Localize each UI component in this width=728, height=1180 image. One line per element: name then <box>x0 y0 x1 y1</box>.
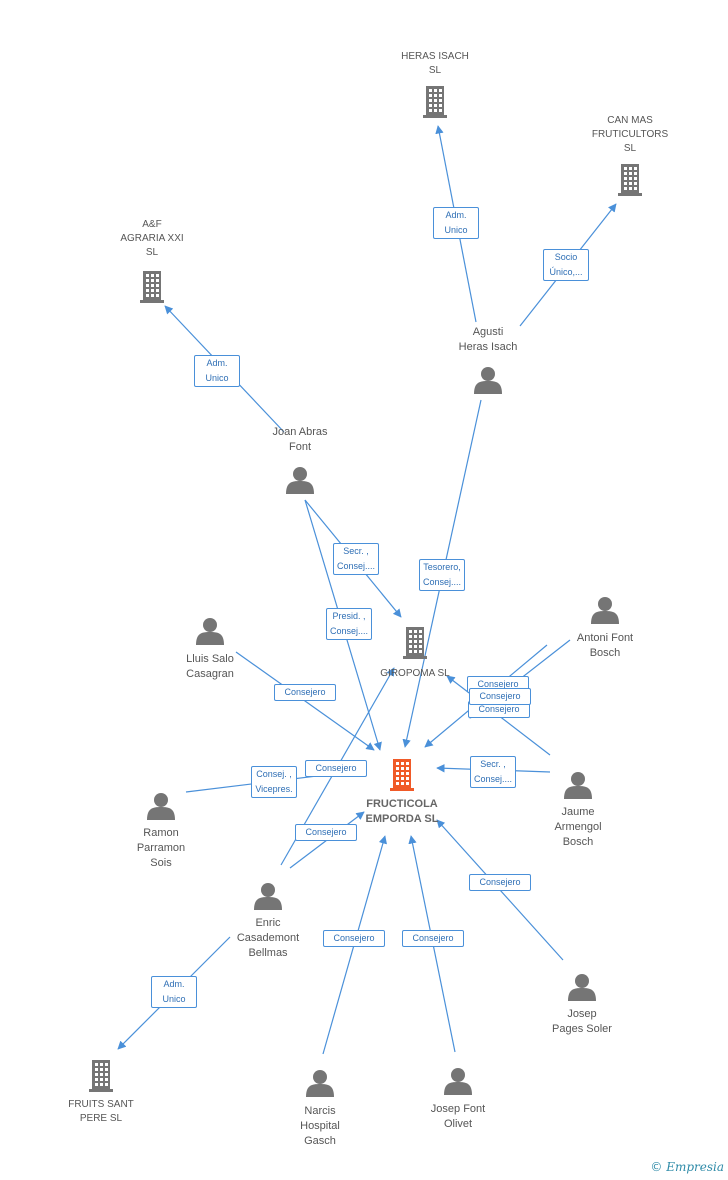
brand-name: Empresia <box>666 1160 724 1174</box>
person-icon <box>196 618 224 645</box>
person-icon <box>564 772 592 799</box>
copyright-symbol: © <box>650 1160 663 1174</box>
footer-brand: © Empresia <box>650 1160 724 1174</box>
node-label-enric[interactable]: Enric Casademont Bellmas <box>236 917 300 959</box>
node-label-antoni[interactable]: Antoni Font Bosch <box>576 632 634 659</box>
node-label-heras_isach[interactable]: HERAS ISACH SL <box>401 51 469 76</box>
edge-label-narcis-to-fructicola[interactable]: Consejero <box>323 929 385 947</box>
node-label-af_agraria[interactable]: A&F AGRARIA XXI SL <box>120 219 184 258</box>
node-label-agusti[interactable]: Agusti Heras Isach <box>458 326 518 353</box>
edge-label-enric-to-fructicola[interactable]: Consejero <box>295 823 357 841</box>
edge-label-agusti-to-fructicola[interactable]: Tesorero, Consej.... <box>419 559 465 591</box>
node-label-narcis[interactable]: Narcis Hospital Gasch <box>300 1105 340 1147</box>
building-icon <box>403 627 427 659</box>
edge-label-lluis-to-fructicola[interactable]: Consejero <box>274 683 336 701</box>
person-icon <box>474 367 502 394</box>
building-icon <box>89 1060 113 1092</box>
person-icon <box>591 597 619 624</box>
edge-label-agusti-to-heras_isach[interactable]: Adm. Unico <box>433 207 479 239</box>
person-icon <box>286 467 314 494</box>
node-label-ramon[interactable]: Ramon Parramon Sois <box>136 827 186 869</box>
edge-label-agusti-to-can_mas[interactable]: Socio Único,... <box>543 249 589 281</box>
node-label-joan[interactable]: Joan Abras Font <box>272 426 328 453</box>
building-icon <box>618 164 642 196</box>
edge-label-antoni-to-fructicola[interactable]: Consejero <box>469 687 531 705</box>
building-icon <box>423 86 447 118</box>
person-icon <box>306 1070 334 1097</box>
node-label-fruits[interactable]: FRUITS SANT PERE SL <box>68 1099 134 1124</box>
edge-label-joan-to-fructicola[interactable]: Presid. , Consej.... <box>326 608 372 640</box>
node-label-giropoma[interactable]: GIROPOMA SL <box>380 668 450 679</box>
node-label-josep_pages[interactable]: Josep Pages Soler <box>552 1008 612 1035</box>
node-label-josep_font[interactable]: Josep Font Olivet <box>430 1103 486 1130</box>
edge-label-enric-to-giropoma[interactable]: Consejero <box>305 759 367 777</box>
edge-label-joan-to-giropoma[interactable]: Secr. , Consej.... <box>333 543 379 575</box>
node-label-jaume[interactable]: Jaume Armengol Bosch <box>554 806 602 848</box>
edge-label-josep_pages-to-fructicola[interactable]: Consejero <box>469 873 531 891</box>
edge-label-ramon-to-fructicola[interactable]: Consej. , Vicepres. <box>251 766 297 798</box>
edge-label-joan-to-af_agraria[interactable]: Adm. Unico <box>194 355 240 387</box>
edge-label-jaume-to-fructicola[interactable]: Secr. , Consej.... <box>470 756 516 788</box>
node-label-can_mas[interactable]: CAN MAS FRUTICULTORS SL <box>591 115 669 154</box>
person-icon <box>444 1068 472 1095</box>
building-icon <box>390 759 414 791</box>
node-label-fructicola[interactable]: FRUCTICOLA EMPORDA SL <box>365 798 439 825</box>
icons-layer <box>89 86 642 1097</box>
edge-line-lluis-to-fructicola <box>235 651 375 751</box>
person-icon <box>147 793 175 820</box>
person-icon <box>254 883 282 910</box>
building-icon <box>140 271 164 303</box>
edges-layer <box>117 125 617 1055</box>
edge-label-josep_font-to-fructicola[interactable]: Consejero <box>402 929 464 947</box>
node-label-lluis[interactable]: Lluis Salo Casagran <box>186 653 234 680</box>
edge-label-enric-to-fruits[interactable]: Adm. Unico <box>151 976 197 1008</box>
person-icon <box>568 974 596 1001</box>
